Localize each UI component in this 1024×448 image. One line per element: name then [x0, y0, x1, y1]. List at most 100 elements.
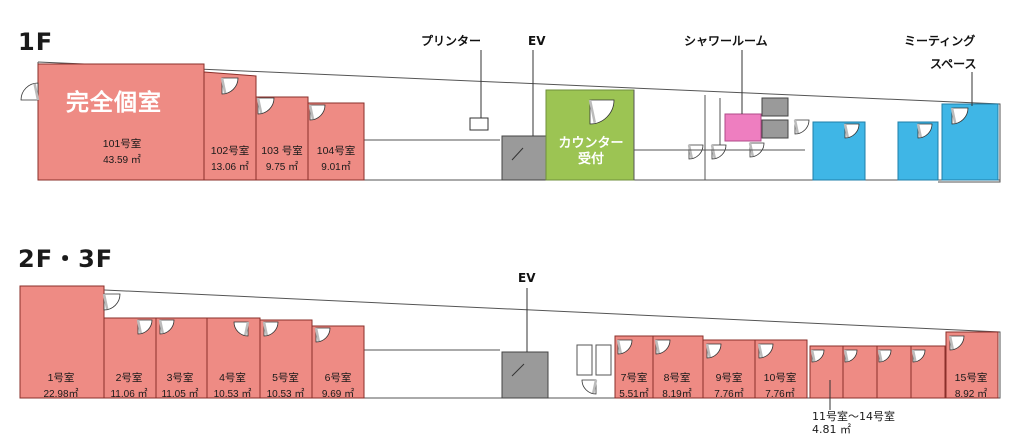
room-15-name: 15号室 [954, 372, 988, 384]
room-3-name: 3号室 [166, 372, 194, 384]
door-room-8-leaf [654, 339, 661, 354]
rooms-11-14-name: 11号室～14号室 [812, 410, 895, 423]
door-room-15 [949, 335, 965, 351]
door-room-2-leaf [136, 319, 143, 334]
building-1f-outline-right [37, 61, 1001, 183]
door-1f-hall-c-leaf [793, 119, 800, 134]
door-room-7-leaf [616, 339, 623, 354]
door-room-3-leaf [158, 319, 165, 334]
room-104-name: 104号室 [316, 145, 356, 157]
door-room-10 [758, 343, 774, 359]
shower-room-shape [724, 113, 762, 142]
door-1f-hall-b [711, 144, 727, 160]
room-102-area: 13.06 ㎡ [211, 162, 249, 173]
room-1-name: 1号室 [47, 372, 75, 384]
door-1f-hall-c [794, 119, 810, 135]
printer-callout: プリンター [421, 34, 482, 48]
door-meeting-a-leaf [843, 123, 850, 138]
room-7-area: 5.51㎡ [619, 389, 649, 400]
rooms-11-14-note: 11号室～14号室 4.81 ㎡ [812, 410, 895, 436]
counter-label-line1: カウンター [558, 136, 624, 151]
door-1f-hall-b-leaf [710, 144, 717, 159]
room-10-area: 7.76㎡ [765, 389, 795, 400]
room-5-shape [259, 319, 313, 399]
shower-box-top [761, 97, 789, 117]
room-4-label: 4号室 10.53 ㎡ [207, 370, 258, 400]
door-room-4-leaf [243, 321, 250, 336]
room-104-area: 9.01㎡ [321, 162, 351, 173]
room-5-label: 5号室 10.53 ㎡ [260, 370, 311, 400]
door-room-11-leaf [810, 349, 816, 362]
door-104-leaf [308, 104, 315, 120]
room-102-name: 102号室 [210, 145, 250, 157]
private-room-badge: 完全個室 [66, 90, 162, 116]
door-103 [257, 97, 275, 115]
door-room-10-leaf [757, 343, 764, 358]
room-101-label: 101号室 43.59 ㎡ [40, 136, 204, 166]
door-room-14-leaf [911, 349, 917, 362]
door-meeting-b [917, 123, 933, 139]
door-room-2 [137, 319, 153, 335]
room-15-area: 8.92 ㎡ [954, 389, 988, 400]
room-104-label: 104号室 9.01㎡ [308, 143, 364, 173]
door-104 [309, 104, 326, 121]
door-room-6-leaf [314, 327, 321, 342]
room-10-label: 10号室 7.76㎡ [756, 370, 804, 400]
rooms-11-14-area: 4.81 ㎡ [812, 423, 851, 437]
door-102 [221, 77, 239, 95]
door-room-15-leaf [948, 335, 955, 350]
door-room-9-leaf [705, 343, 712, 358]
door-room-5 [263, 321, 279, 337]
room-2-shape [103, 317, 157, 399]
door-room-9 [706, 343, 722, 359]
room-5-area: 10.53 ㎡ [266, 389, 305, 400]
door-room-12-leaf [843, 349, 849, 362]
room-3-area: 11.05 ㎡ [161, 389, 199, 400]
door-meeting-c [951, 107, 969, 125]
room-8-label: 8号室 8.19㎡ [653, 370, 701, 400]
door-meeting-a [844, 123, 860, 139]
room-2-label: 2号室 11.06 ㎡ [104, 370, 154, 400]
ev-1f-mark [511, 147, 524, 161]
room-103-label: 103 号室 9.75 ㎡ [256, 143, 308, 173]
ev-2f-shape [501, 351, 549, 399]
room-101-shape [37, 63, 205, 181]
room-5-name: 5号室 [272, 372, 299, 384]
counter-door-leaf [588, 99, 597, 124]
room-9-label: 9号室 7.76㎡ [705, 370, 753, 400]
ev-2f-mark [511, 363, 525, 377]
door-102-leaf [220, 77, 227, 94]
door-room-7 [617, 339, 633, 355]
meeting-space-c [941, 103, 999, 181]
door-room-3 [159, 319, 175, 335]
door-room-5-leaf [262, 321, 269, 336]
meeting-space-callout-line1: ミーティング [904, 34, 976, 48]
room-15-label: 15号室 8.92 ㎡ [947, 370, 995, 400]
room-4-shape [206, 317, 261, 399]
room-13-shape [876, 345, 912, 399]
room-103-name: 103 号室 [261, 145, 303, 157]
room-101-area: 43.59 ㎡ [103, 155, 141, 166]
room-103-area: 9.75 ㎡ [265, 162, 299, 173]
door-101-outer-leaf [33, 83, 40, 101]
door-stair-leaf [591, 379, 598, 394]
room-9-name: 9号室 [715, 372, 743, 384]
room-7-label: 7号室 5.51㎡ [615, 370, 653, 400]
room-3-label: 3号室 11.05 ㎡ [155, 370, 205, 400]
door-1f-hall-a [688, 144, 704, 160]
room-1-label: 1号室 22.98㎡ [20, 370, 102, 400]
room-6-area: 9.69 ㎡ [321, 389, 355, 400]
door-room-6 [315, 327, 331, 343]
door-room-1 [103, 293, 121, 311]
meeting-space-callout-line2: スペース [930, 57, 977, 71]
ev-callout-1f: EV [528, 34, 546, 48]
room-101-name: 101号室 [102, 138, 142, 150]
room-1-area: 22.98㎡ [43, 389, 79, 400]
stair-box-a [576, 344, 593, 376]
room-8-area: 8.19㎡ [662, 389, 692, 400]
door-room-4 [233, 321, 249, 337]
ev-1f-shape [501, 135, 547, 181]
room-9-area: 7.76㎡ [714, 389, 744, 400]
door-meeting-b-leaf [916, 123, 923, 138]
